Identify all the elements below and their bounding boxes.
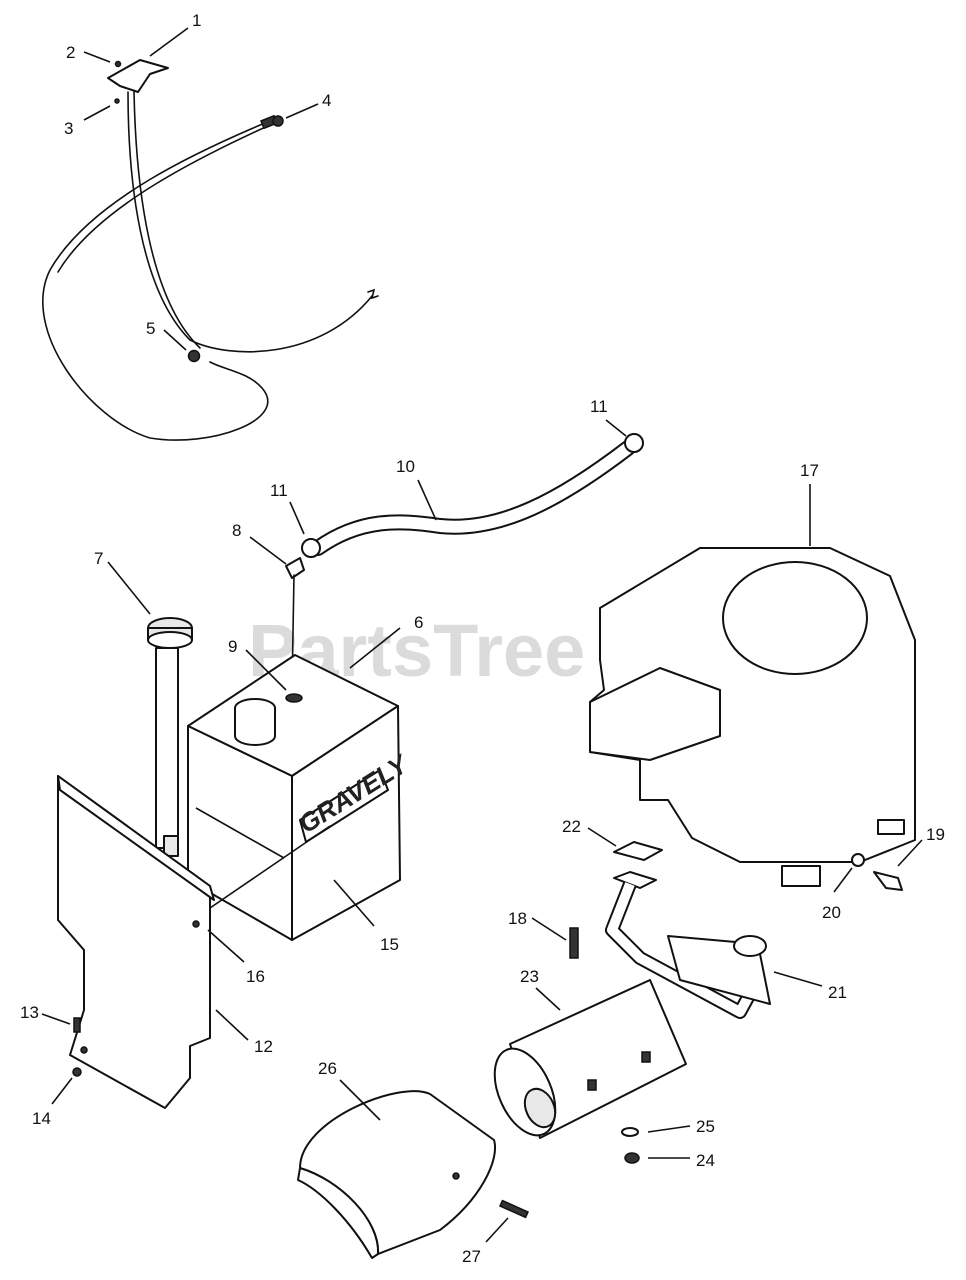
hose-clamp-part-11-b bbox=[624, 433, 644, 453]
fuel-fitting-part-8 bbox=[285, 557, 305, 579]
callout-8: 8 bbox=[232, 521, 241, 540]
screw-part-27 bbox=[498, 1199, 530, 1219]
exhaust-flange bbox=[613, 871, 657, 889]
callout-16: 16 bbox=[246, 967, 265, 986]
throttle-cable-a-inner bbox=[133, 91, 201, 349]
callout-18: 18 bbox=[508, 909, 527, 928]
muffler-outlet bbox=[523, 1087, 557, 1129]
callout-7: 7 bbox=[94, 549, 103, 568]
guard-body bbox=[299, 1090, 496, 1255]
fuel-hose-part-10 bbox=[312, 442, 634, 554]
callout-25: 25 bbox=[696, 1117, 715, 1136]
guard-hole bbox=[452, 1172, 460, 1180]
fuel-cap-assembly bbox=[147, 617, 193, 857]
screw-part-2 bbox=[114, 60, 122, 68]
fuel-tank-right-face bbox=[291, 705, 401, 941]
choke-cable-inner bbox=[57, 123, 273, 273]
engine-mount-foot-b bbox=[877, 819, 905, 835]
callout-27: 27 bbox=[462, 1247, 481, 1266]
muffler-stud-b bbox=[641, 1051, 651, 1063]
guard-edge bbox=[297, 1167, 380, 1259]
callout-labels: 1 2 3 4 5 6 7 8 9 10 11 11 12 13 14 15 1… bbox=[20, 11, 945, 1266]
bolt-part-18 bbox=[569, 927, 579, 959]
fuel-sender-float bbox=[163, 835, 179, 857]
bracket-flange bbox=[57, 775, 215, 901]
fuel-tank-part-6: GRAVELY bbox=[187, 654, 415, 941]
callout-13: 13 bbox=[20, 1003, 39, 1022]
engine-mount-foot-a bbox=[781, 865, 821, 887]
fuel-sender-tube bbox=[155, 647, 179, 849]
callout-4: 4 bbox=[322, 91, 331, 110]
callout-1: 1 bbox=[192, 11, 201, 30]
choke-cable bbox=[42, 119, 273, 441]
muffler-part-23 bbox=[493, 979, 687, 1164]
callout-21: 21 bbox=[828, 983, 847, 1002]
callout-6: 6 bbox=[414, 613, 423, 632]
fuel-cap-bottom bbox=[147, 631, 193, 649]
throttle-lever bbox=[107, 59, 169, 93]
washer-part-3 bbox=[114, 98, 120, 104]
engine-shroud-side-panel bbox=[589, 667, 721, 761]
callout-10: 10 bbox=[396, 457, 415, 476]
gasket-part-22 bbox=[613, 841, 663, 861]
callout-12: 12 bbox=[254, 1037, 273, 1056]
callout-11-a: 11 bbox=[590, 397, 608, 416]
callout-26: 26 bbox=[318, 1059, 337, 1078]
fitting-part-20 bbox=[851, 853, 865, 867]
callout-22: 22 bbox=[562, 817, 581, 836]
nut-part-24 bbox=[624, 1152, 640, 1164]
callout-5: 5 bbox=[146, 319, 155, 338]
fuel-hose-outline bbox=[310, 440, 636, 556]
tank-rib bbox=[195, 807, 285, 859]
callout-2: 2 bbox=[66, 43, 75, 62]
muffler-stud-a bbox=[587, 1079, 597, 1091]
brand-panel bbox=[299, 769, 389, 843]
callout-24: 24 bbox=[696, 1151, 715, 1170]
tank-bracket-part-12 bbox=[57, 775, 215, 1109]
callout-9: 9 bbox=[228, 637, 237, 656]
exhaust-assembly bbox=[569, 841, 771, 1019]
bracket-hole bbox=[192, 920, 200, 928]
nut-part-14 bbox=[72, 1067, 82, 1077]
callout-15: 15 bbox=[380, 935, 399, 954]
throttle-control-assembly bbox=[42, 59, 379, 441]
strap-part-16 bbox=[209, 825, 331, 909]
fuel-line-assembly bbox=[285, 433, 644, 691]
engine-shroud-part-17 bbox=[589, 547, 916, 891]
callout-20: 20 bbox=[822, 903, 841, 922]
callout-23: 23 bbox=[520, 967, 539, 986]
cable-clip-part-4 bbox=[272, 115, 284, 127]
throttle-cable-a bbox=[127, 91, 373, 353]
cable-nut-part-5 bbox=[187, 349, 201, 363]
elbow-fitting-part-19 bbox=[873, 871, 903, 891]
callout-3: 3 bbox=[64, 119, 73, 138]
hose-clamp-part-11-a bbox=[301, 538, 321, 558]
engine-fan-opening bbox=[722, 561, 868, 675]
muffler-guard-part-26 bbox=[297, 1090, 530, 1259]
callout-19: 19 bbox=[926, 825, 945, 844]
callout-11-b: 11 bbox=[270, 481, 288, 500]
bracket-hole-lower bbox=[80, 1046, 88, 1054]
exhaust-pipe-part-21 bbox=[607, 882, 757, 1017]
callout-14: 14 bbox=[32, 1109, 51, 1128]
washer-part-25 bbox=[621, 1127, 639, 1137]
grommet-part-9 bbox=[285, 693, 303, 703]
exhaust-port bbox=[733, 935, 767, 957]
callout-17: 17 bbox=[800, 461, 819, 480]
fuel-tank-filler-neck bbox=[234, 707, 276, 746]
leader-lines bbox=[41, 27, 923, 1243]
bolt-part-13 bbox=[73, 1017, 81, 1033]
cable-hook-end bbox=[367, 288, 379, 300]
